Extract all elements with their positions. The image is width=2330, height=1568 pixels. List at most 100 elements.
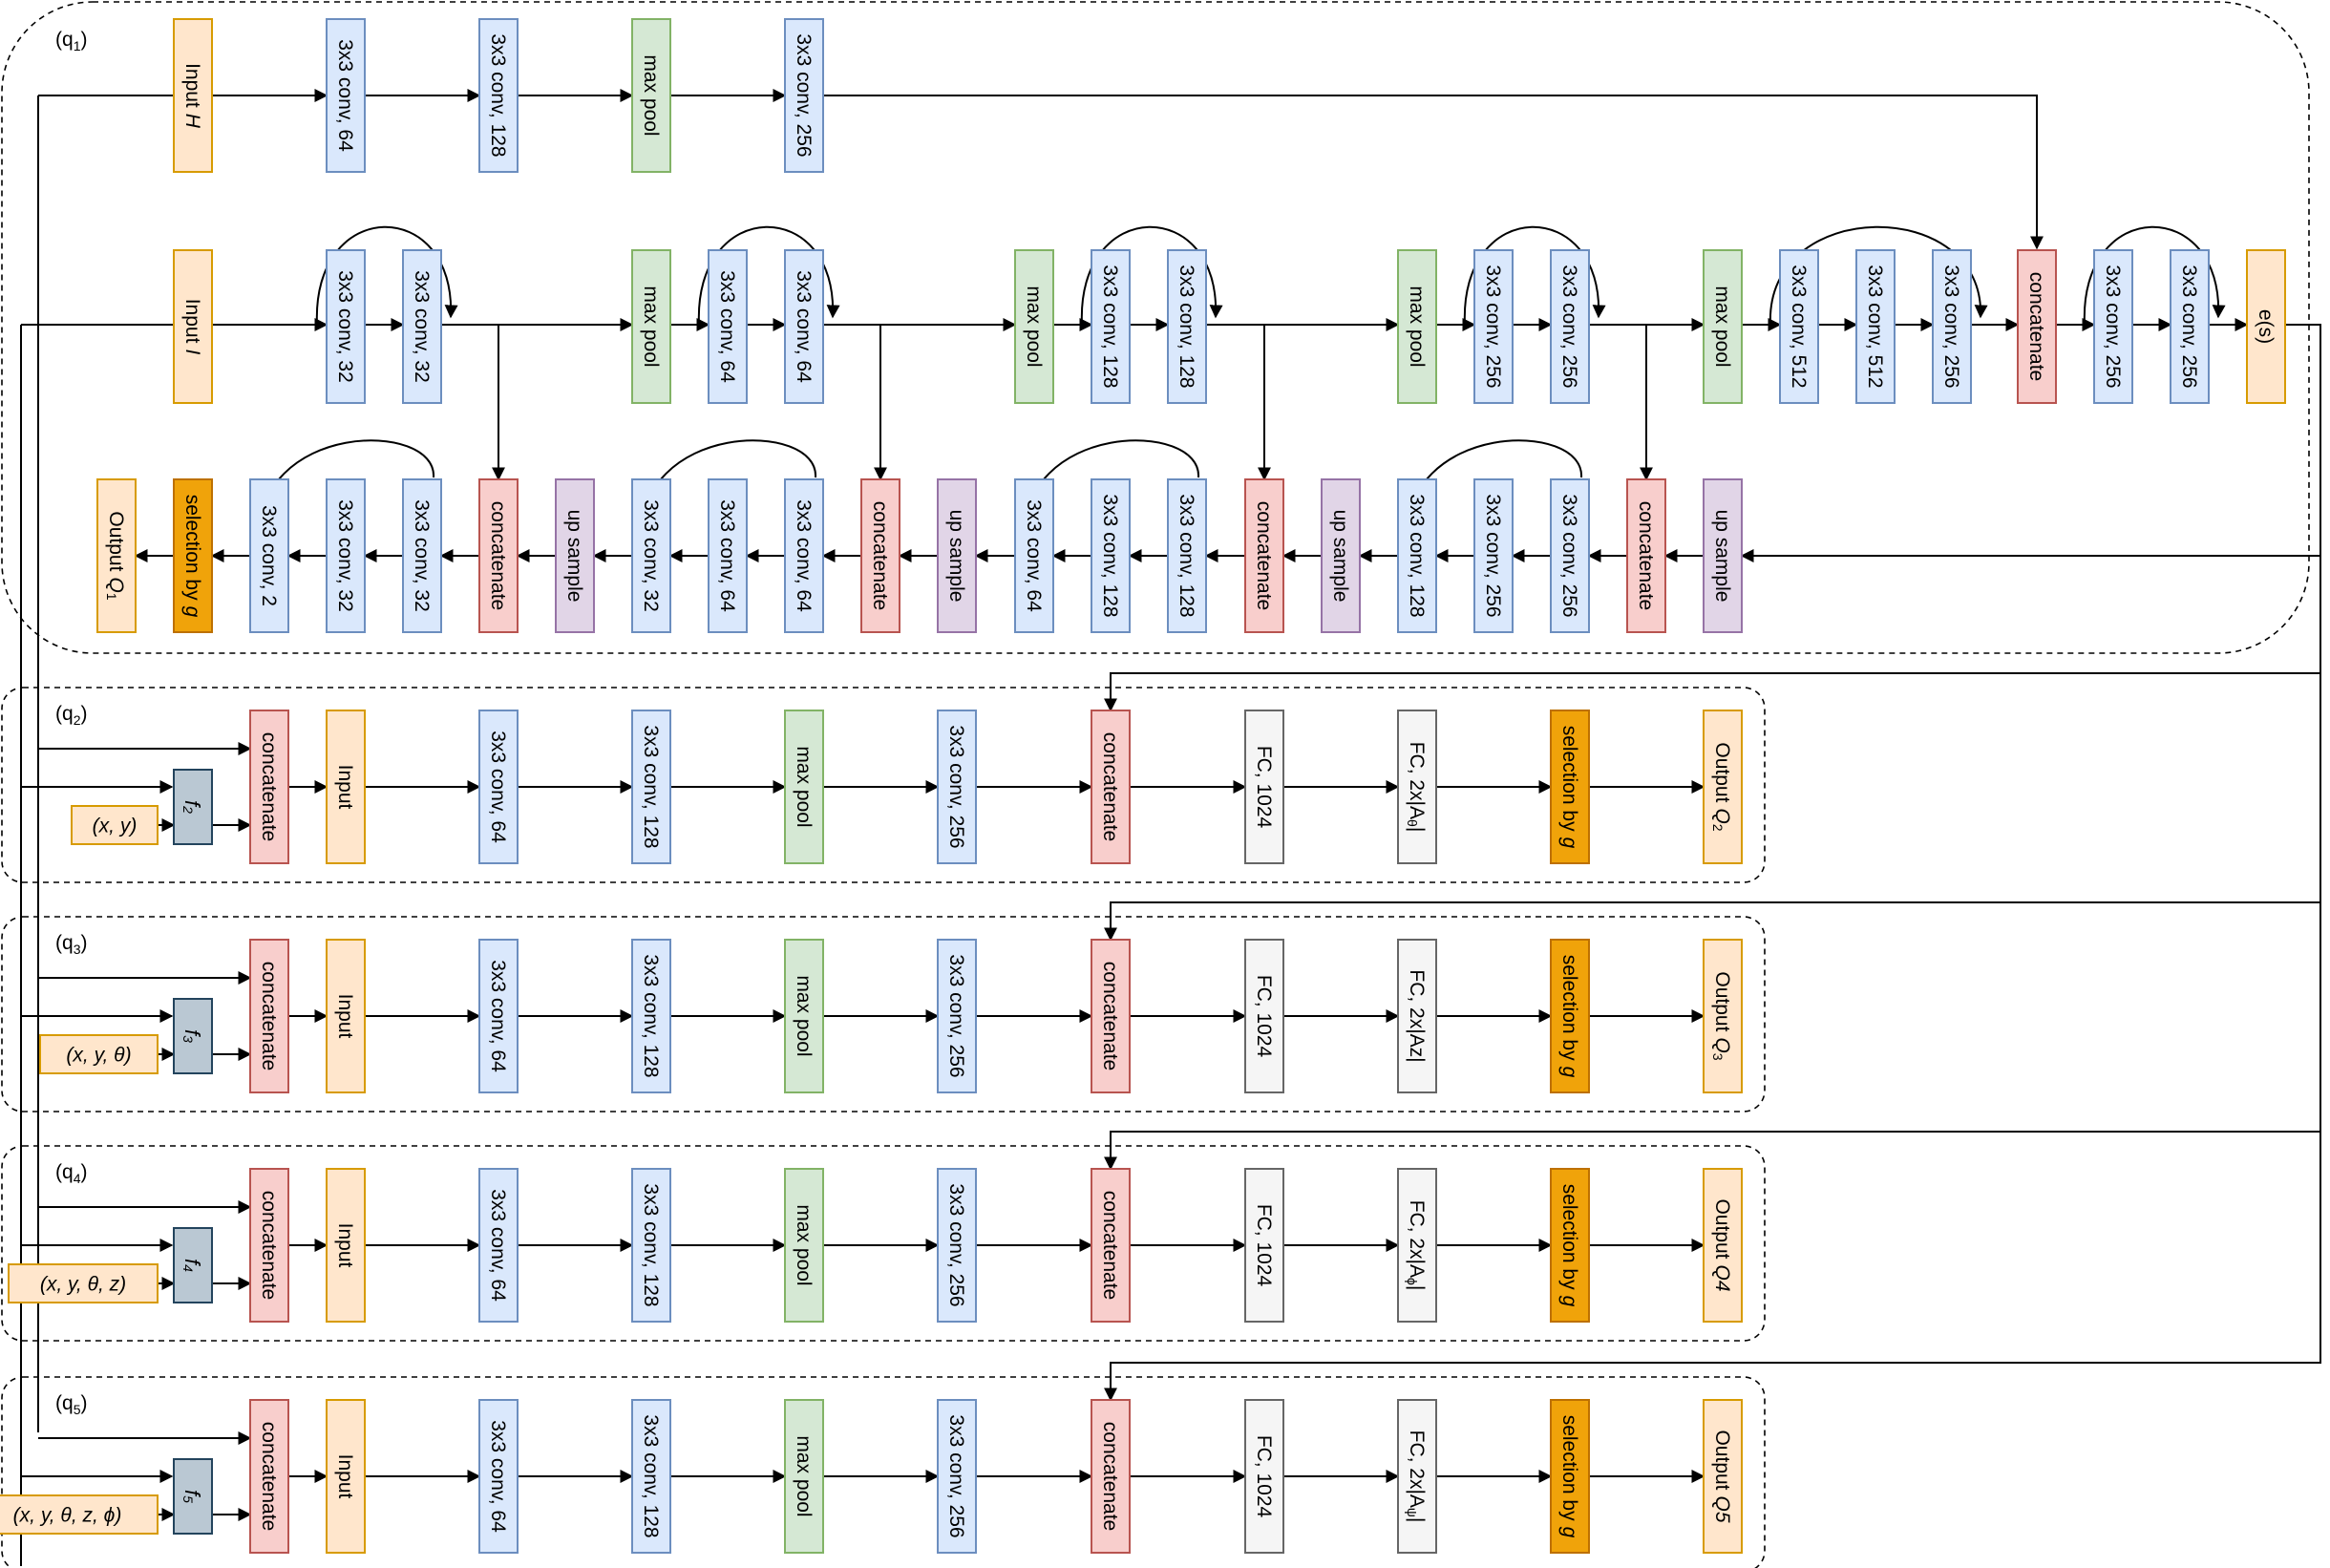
q1-h-block-4-label-text: 3x3 conv, 256 [794, 33, 816, 157]
q1-up-block-2-label: 3x3 conv, 2 [259, 505, 281, 606]
q5-coords-label: (x, y, θ, z, ϕ) [13, 1505, 122, 1527]
q2-block-5 [937, 710, 977, 864]
q3-coords-label: (x, y, θ) [66, 1045, 131, 1067]
q1-up-block-0 [96, 478, 137, 633]
q2-block-8-label-text: FC, 2x|A [1407, 742, 1429, 819]
q3-block-3-label-text: 3x3 conv, 128 [641, 954, 663, 1077]
q3-block-0-label-text: concatenate [259, 962, 281, 1070]
q1-h-block-2-label: 3x3 conv, 128 [488, 33, 510, 157]
q1-up-block-10 [860, 478, 900, 633]
q1-i-block-18 [2170, 249, 2210, 404]
q4-block-1 [326, 1168, 366, 1323]
q2-block-6 [1091, 710, 1131, 864]
q4-block-3-label: 3x3 conv, 128 [641, 1183, 663, 1306]
q5-block-1 [326, 1399, 366, 1554]
group-label-sub: 1 [74, 38, 81, 53]
edge-es-rail [2285, 324, 2321, 1364]
q1-up-block-17-label-text: 3x3 conv, 128 [1407, 494, 1429, 617]
q5-block-9-label: selection byg [1559, 1415, 1581, 1538]
q1-i-block-13 [1779, 249, 1819, 404]
q1-i-block-17-label: 3x3 conv, 256 [2103, 265, 2125, 388]
q1-up-block-1-label-italic: g [182, 606, 204, 618]
q1-i-block-4 [708, 249, 748, 404]
func-name: f [181, 800, 205, 809]
group-label-q4: (q4) [55, 1161, 87, 1186]
q1-up-block-9-label: 3x3 conv, 64 [794, 499, 816, 612]
q1-i-block-18-label: 3x3 conv, 256 [2179, 265, 2201, 388]
q4-block-9-label: selection byg [1559, 1184, 1581, 1307]
q2-block-0 [249, 710, 289, 864]
group-label-sub: 3 [74, 942, 81, 957]
group-label-close: ) [80, 1161, 87, 1183]
q1-up-block-20 [1626, 478, 1666, 633]
q1-i-block-3-label-text: max pool [641, 286, 663, 367]
q1-i-block-13-label-text: 3x3 conv, 512 [1789, 265, 1811, 388]
func-sub: 2 [180, 805, 196, 814]
q2-block-0-label-text: concatenate [259, 732, 281, 841]
q4-block-8-label-text: FC, 2x|A [1407, 1200, 1429, 1278]
q3-block-0-label: concatenate [259, 962, 281, 1070]
group-label-close: ) [80, 932, 87, 954]
group-label-close: ) [80, 29, 87, 51]
q1-h-block-4 [784, 18, 824, 173]
q1-i-block-14-label-text: 3x3 conv, 512 [1865, 265, 1887, 388]
head-q3-frame [1, 916, 1766, 1112]
func-sub: 3 [180, 1035, 196, 1043]
q4-block-10-label-text: Output [1712, 1198, 1734, 1259]
q1-up-block-21-label-text: up sample [1712, 510, 1734, 603]
q4-block-4-label-text: max pool [794, 1204, 816, 1285]
q2-block-7-label-text: FC, 1024 [1254, 746, 1276, 829]
q1-h-block-1-label: 3x3 conv, 64 [335, 39, 357, 152]
q2-block-9-label-text: selection by [1559, 726, 1581, 832]
q3-block-0 [249, 939, 289, 1093]
q4-block-0 [249, 1168, 289, 1323]
q5-block-6-label: concatenate [1100, 1422, 1122, 1531]
q1-up-block-17 [1397, 478, 1437, 633]
q3-block-4-label-text: max pool [794, 975, 816, 1056]
q1-i-block-12 [1703, 249, 1743, 404]
q4-func-label: f4 [180, 1259, 205, 1272]
q5-block-5-label-text: 3x3 conv, 256 [946, 1414, 968, 1537]
q2-func-label: f2 [180, 800, 205, 814]
head-q5-frame [1, 1376, 1766, 1568]
q2-block-2 [478, 710, 519, 864]
skip-curve-down-1 [697, 225, 840, 326]
q4-block-8 [1397, 1168, 1437, 1323]
q1-up-block-19-label-text: 3x3 conv, 256 [1559, 494, 1581, 617]
q1-h-block-0-label-italic: H [182, 114, 204, 129]
q1-i-block-1 [326, 249, 366, 404]
q3-block-9 [1550, 939, 1590, 1093]
q2-block-9-label: selection byg [1559, 726, 1581, 849]
q5-block-8-label: FC, 2x|Aψ| [1405, 1430, 1429, 1523]
q1-i-block-17 [2093, 249, 2133, 404]
q4-block-4-label: max pool [794, 1204, 816, 1285]
head-q4-frame [1, 1145, 1766, 1342]
group-label-sub: 4 [74, 1171, 81, 1186]
q1-up-block-18-label: 3x3 conv, 256 [1483, 494, 1505, 617]
q1-up-block-13 [1091, 478, 1131, 633]
q3-func-box [173, 998, 213, 1074]
q5-block-3 [631, 1399, 671, 1554]
q4-block-0-label-text: concatenate [259, 1191, 281, 1300]
q2-block-5-label-text: 3x3 conv, 256 [946, 725, 968, 848]
q3-block-4 [784, 939, 824, 1093]
q4-block-9 [1550, 1168, 1590, 1323]
q5-block-6 [1091, 1399, 1131, 1554]
q1-up-block-12-label-text: 3x3 conv, 64 [1024, 499, 1046, 612]
q1-up-block-14 [1167, 478, 1207, 633]
q1-i-block-2-label-text: 3x3 conv, 32 [412, 270, 434, 383]
q1-up-block-3 [326, 478, 366, 633]
group-label-sub: 2 [74, 712, 81, 728]
q1-up-block-21 [1703, 478, 1743, 633]
q4-block-8-label: FC, 2x|Aϕ| [1405, 1200, 1429, 1291]
q5-block-0-label-text: concatenate [259, 1422, 281, 1531]
q4-block-2-label-text: 3x3 conv, 64 [488, 1189, 510, 1302]
q3-coords-box [39, 1034, 159, 1074]
q1-up-block-9-label-text: 3x3 conv, 64 [794, 499, 816, 612]
q2-block-1-label: Input [335, 765, 357, 810]
edge-q2-rail-feed [1104, 672, 2320, 712]
q4-block-9-label-italic: g [1559, 1296, 1581, 1307]
q1-i-block-0-label-text: Input [182, 299, 204, 344]
q3-block-8-label-text: FC, 2x|Az| [1407, 969, 1429, 1062]
